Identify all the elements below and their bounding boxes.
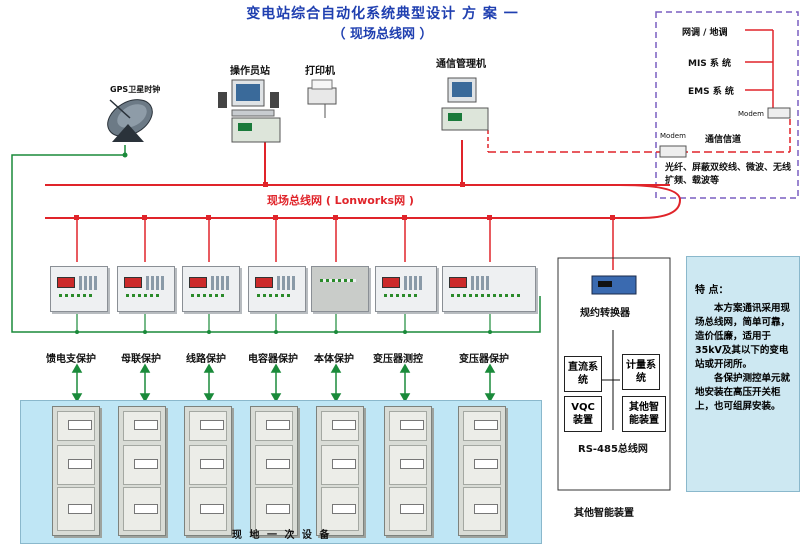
gps-label: GPS卫星时钟 [110,85,161,94]
other-smart-box: 其他智能装置 [622,396,666,432]
switchgear-cabinet [184,406,232,536]
meter-system-box: 计量系统 [622,354,660,390]
converter-device-icon [591,275,637,295]
relay-transformer-protection [442,266,536,312]
device-label-transformer-control: 变压器测控 [373,354,423,365]
field-arrows [71,363,496,403]
features-heading: 特 点： [695,285,729,296]
printer-label: 打印机 [305,66,335,77]
bus-nodes [74,182,615,220]
printer-icon [307,79,337,118]
relay-feeder [50,266,108,312]
remote-ems-label: EMS 系 统 [688,87,734,97]
remote-mis-label: MIS 系 统 [688,59,732,69]
modem-right-label: Modem [738,110,764,118]
relay-capacitor [248,266,306,312]
switchgear-cabinet [250,406,298,536]
device-label-bus-tie: 母联保护 [121,354,161,365]
features-paragraph-2: 各保护测控单元就地安装在高压开关柜上，也可组屏安装。 [695,373,791,412]
timing-dots [75,152,492,334]
relay-bus-tie [117,266,175,312]
timing-drops [76,310,491,332]
modem-left-icon [659,145,687,158]
channel-label: 通信信道 [705,135,742,145]
remote-boundary [655,11,799,199]
gps-dish-icon [107,99,153,142]
fieldbus-label: 现场总线网 ( Lonworks网 ) [267,194,414,207]
rs485-label: RS-485总线网 [578,444,648,455]
workstation-icon [218,79,281,143]
smart-caption: 其他智能装置 [574,508,634,519]
comm-manager-icon [441,77,489,131]
device-label-capacitor: 电容器保护 [248,354,298,365]
features-panel: 特 点： 本方案通讯采用现场总线网，简单可靠，造价低廉，适用于35kV及其以下的… [686,256,800,492]
relay-transformer-control [375,266,437,312]
channel-desc: 光纤、屏蔽双绞线、微波、无线扩频、载波等 [665,163,792,186]
device-label-feeder: 馈电支保护 [46,354,96,365]
bus-drops [76,218,614,270]
switchgear-cabinet [316,406,364,536]
device-label-transformer-protection: 变压器保护 [459,354,509,365]
primary-equipment-caption: 现 地 一 次 设 备 [232,530,332,541]
diagram-subtitle: （ 现场总线网 ） [332,27,433,42]
relay-body [311,266,369,312]
device-label-line: 线路保护 [186,354,226,365]
vqc-box: VQC装置 [564,396,602,432]
comm-manager-label: 通信管理机 [436,59,486,70]
modem-right-icon [767,107,791,119]
dc-system-box: 直流系统 [564,356,602,392]
diagram-title: 变电站综合自动化系统典型设计 方 案 一 [246,6,519,22]
relay-line [182,266,240,312]
operator-station-label: 操作员站 [230,66,270,77]
bus-loop [619,184,682,219]
remote-net-label: 网调 / 地调 [682,28,728,38]
switchgear-cabinet [118,406,166,536]
device-label-body: 本体保护 [314,354,354,365]
switchgear-cabinet [52,406,100,536]
switchgear-cabinet [384,406,432,536]
switchgear-cabinet [458,406,506,536]
modem-left-label: Modem [660,132,686,140]
features-paragraph-1: 本方案通讯采用现场总线网，简单可靠，造价低廉，适用于35kV及其以下的变电站或开… [695,303,791,370]
converter-label: 规约转换器 [580,308,630,319]
smart-area [557,257,671,491]
